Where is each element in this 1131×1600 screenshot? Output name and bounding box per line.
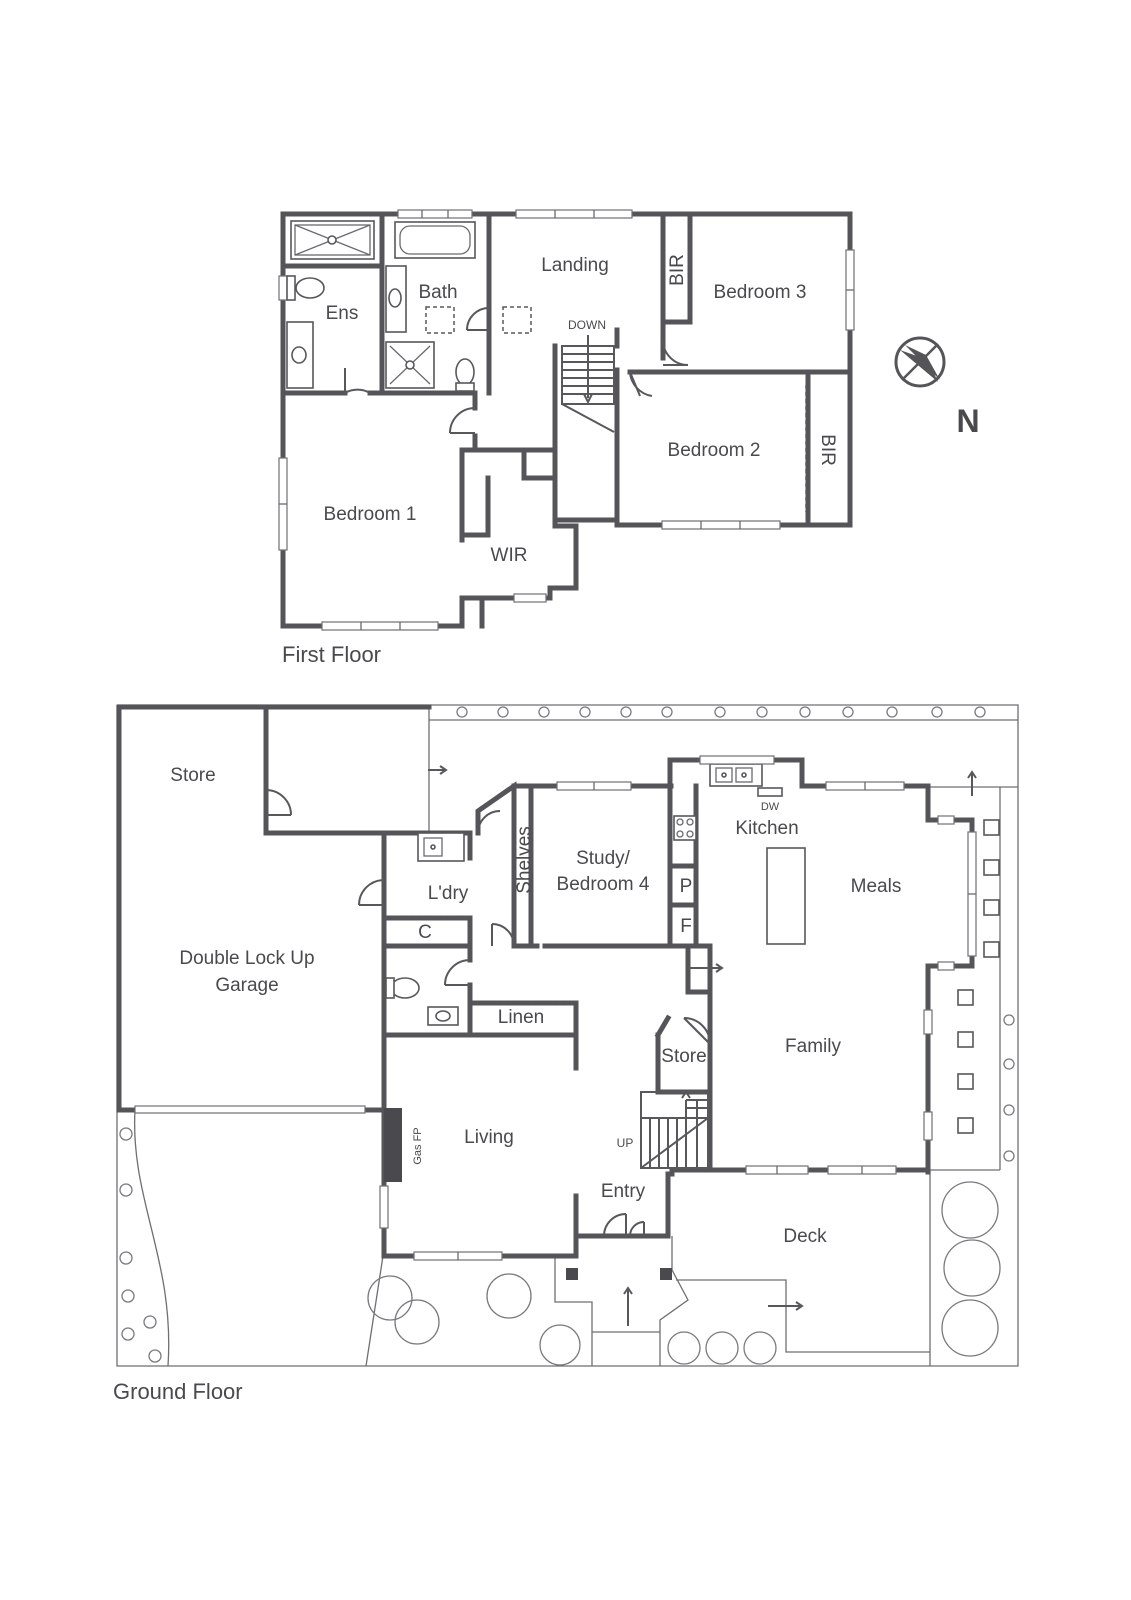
room-label-cupboard: C (418, 922, 432, 943)
stair-label-down: DOWN (568, 318, 606, 332)
ground-floor-plan: Store Double Lock Up Garage L'dry C Shel… (113, 704, 1019, 1404)
access-arrows (428, 765, 977, 1326)
room-label-kitchen: Kitchen (735, 818, 798, 839)
room-label-family: Family (785, 1036, 841, 1057)
room-label-store-garage: Store (170, 765, 215, 786)
room-label-garage-line2: Garage (215, 975, 278, 996)
room-label-linen: Linen (498, 1007, 545, 1028)
pergola-posts (957, 819, 1000, 1134)
room-label-pantry: P (680, 876, 693, 897)
room-label-study-line1: Study/ (576, 848, 631, 869)
room-label-laundry: L'dry (428, 883, 469, 904)
compass-icon (894, 336, 946, 388)
room-label-living: Living (464, 1127, 514, 1148)
appliance-label-dishwasher: DW (761, 801, 780, 813)
first-floor-stairs (561, 335, 615, 433)
stair-label-up: UP (617, 1136, 634, 1150)
room-label-entry: Entry (601, 1181, 646, 1202)
room-label-landing: Landing (541, 255, 609, 276)
floor-title-first: First Floor (282, 642, 381, 667)
room-label-store-stair: Store (661, 1046, 706, 1067)
room-label-bedroom-1: Bedroom 1 (324, 504, 417, 525)
room-label-meals: Meals (851, 876, 902, 897)
room-label-bir-right: BIR (817, 434, 838, 466)
room-label-ens: Ens (326, 303, 359, 324)
floor-title-ground: Ground Floor (113, 1379, 243, 1404)
room-label-shelves: Shelves (514, 826, 535, 894)
room-label-deck: Deck (783, 1226, 827, 1247)
room-label-bir-top: BIR (667, 254, 688, 286)
room-label-bedroom-2: Bedroom 2 (668, 440, 761, 461)
room-label-bath: Bath (418, 282, 457, 303)
garden-trees (367, 1181, 1001, 1366)
first-floor-plan: Ens Bath Landing DOWN BIR Bedroom 3 Bedr… (278, 209, 855, 667)
fixture-label-gas-fp: Gas FP (412, 1127, 424, 1164)
ground-floor-stairs (640, 1090, 709, 1169)
room-label-fridge: F (680, 916, 692, 937)
room-label-wir: WIR (491, 545, 528, 566)
hedge-shrubs (119, 706, 1015, 1363)
compass-north-label: N (956, 403, 979, 439)
room-label-garage-line1: Double Lock Up (179, 948, 314, 969)
room-label-bedroom-3: Bedroom 3 (714, 282, 807, 303)
room-label-study-line2: Bedroom 4 (557, 874, 650, 895)
